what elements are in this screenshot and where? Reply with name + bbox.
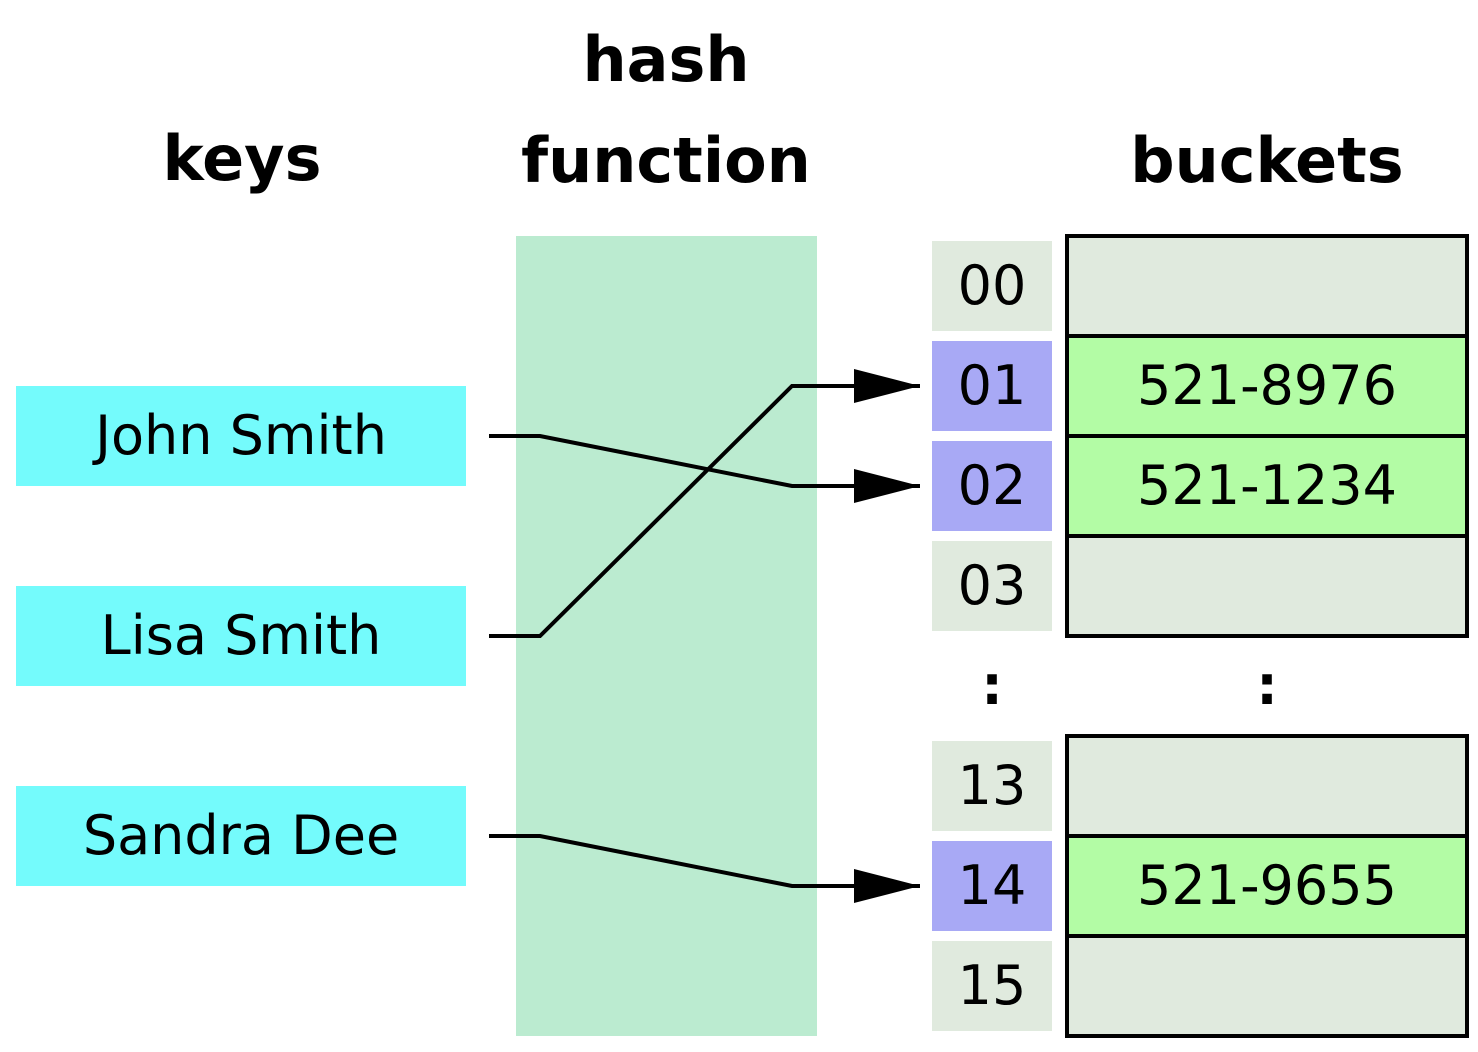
bucket-value-14: 521-9655: [1137, 854, 1397, 917]
index-label: 15: [958, 954, 1027, 1017]
bucket-value-01: 521-8976: [1137, 354, 1397, 417]
key-label: Sandra Dee: [83, 804, 399, 867]
hash-heading-line1: hash: [582, 23, 749, 96]
index-cell-13: 13: [932, 741, 1052, 831]
index-label: 00: [958, 254, 1027, 317]
bucket-ellipsis: :: [1256, 654, 1278, 717]
arrow-john-smith-to-02: [489, 434, 920, 503]
index-cell-03: 03: [932, 541, 1052, 631]
hash-heading-line2: function: [521, 124, 811, 197]
bucket-group-top: 521-8976 521-1234: [1065, 234, 1469, 638]
bucket-13: [1065, 734, 1469, 838]
key-label: John Smith: [92, 404, 387, 467]
arrow-lisa-smith-to-01: [489, 369, 920, 638]
index-ellipsis: :: [981, 654, 1003, 717]
bucket-01: [1065, 334, 1469, 438]
bucket-02: [1065, 434, 1469, 538]
bucket-00: [1065, 234, 1469, 338]
key-john-smith: John Smith: [16, 386, 466, 486]
key-sandra-dee: Sandra Dee: [16, 786, 466, 886]
key-label: Lisa Smith: [101, 604, 382, 667]
bucket-group-bottom: 521-9655: [1065, 734, 1469, 1038]
index-cell-00: 00: [932, 241, 1052, 331]
index-label: 01: [958, 354, 1027, 417]
index-cell-01: 01: [932, 341, 1052, 431]
arrow-sandra-dee-to-14: [489, 834, 920, 903]
bucket-15: [1065, 934, 1469, 1038]
index-label: 02: [958, 454, 1027, 517]
keys-heading: keys: [163, 122, 322, 195]
bucket-value-02: 521-1234: [1137, 454, 1397, 517]
bucket-14: [1065, 834, 1469, 938]
buckets-heading: buckets: [1130, 124, 1403, 197]
key-lisa-smith: Lisa Smith: [16, 586, 466, 686]
hash-function-band: [516, 236, 817, 1036]
index-cell-15: 15: [932, 941, 1052, 1031]
index-label: 03: [958, 554, 1027, 617]
index-cell-02: 02: [932, 441, 1052, 531]
index-label: 14: [958, 854, 1027, 917]
index-label: 13: [958, 754, 1027, 817]
bucket-03: [1065, 534, 1469, 638]
index-cell-14: 14: [932, 841, 1052, 931]
